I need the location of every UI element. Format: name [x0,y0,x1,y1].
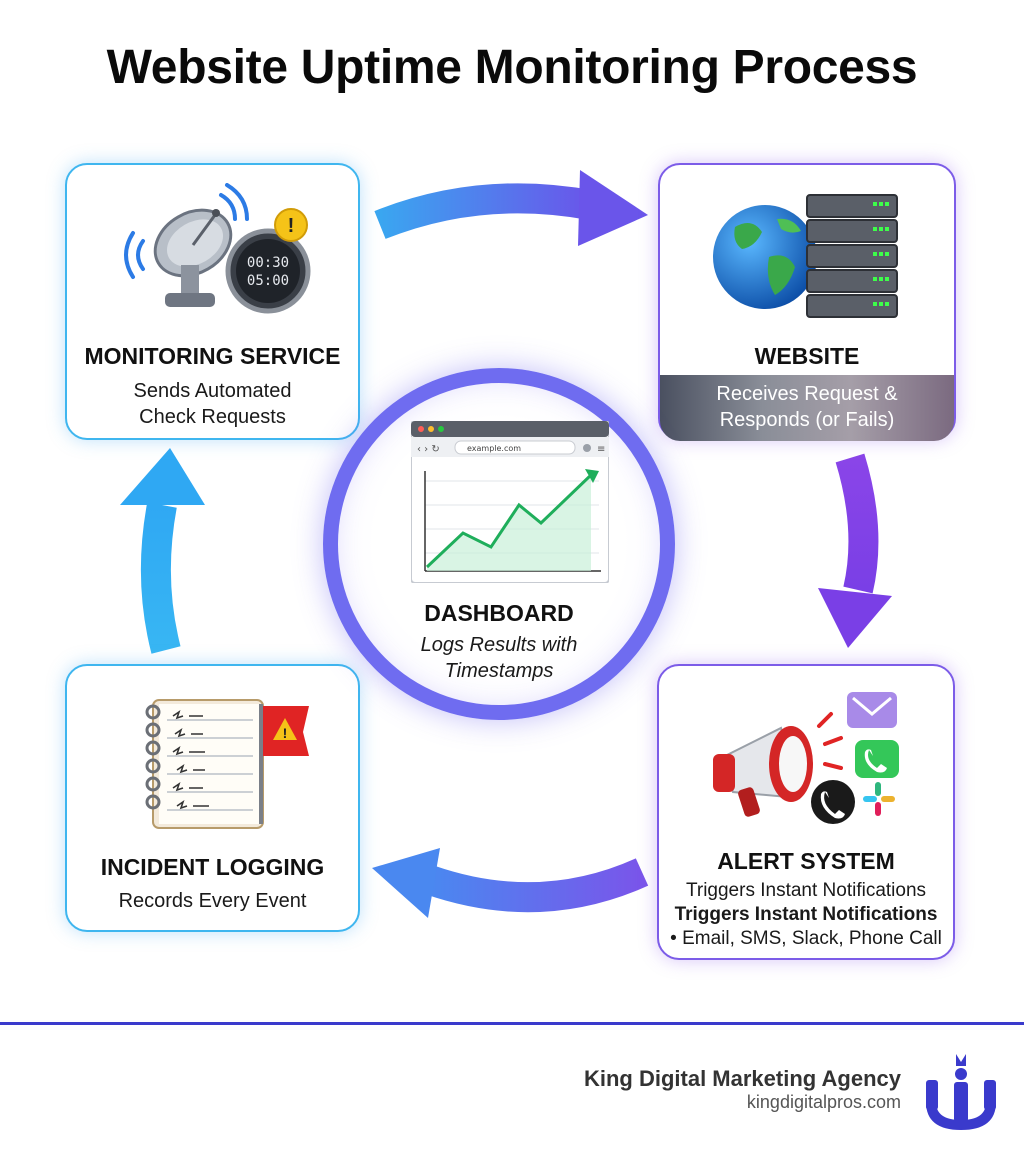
footer-divider [0,1022,1024,1025]
svg-text:!: ! [287,215,294,237]
dashboard-desc-2: Timestamps [444,660,554,682]
monitoring-service-desc-2: Check Requests [139,406,286,428]
alert-system-desc-1: Triggers Instant Notifications [685,880,927,901]
alert-system-card: ALERT SYSTEM Triggers Instant Notificati… [657,664,955,960]
globe-server-icon [660,187,954,322]
dashboard-browser-window: ‹ › ↻ example.com ≡ [411,421,609,583]
arrow-to-website [374,170,648,246]
monitoring-service-desc-1: Sends Automated [133,380,292,402]
monitoring-service-card: 00:30 05:00 ! MONITORING SERVICE Sends A… [65,163,360,440]
incident-logging-title: INCIDENT LOGGING [100,854,325,880]
notebook-flag-icon: ! [67,692,358,832]
incident-logging-desc: Records Every Event [118,890,307,912]
agency-name: King Digital Marketing Agency [583,1066,901,1091]
alert-system-title: ALERT SYSTEM [717,848,895,874]
website-desc-2: Responds (or Fails) [719,409,895,431]
arrow-to-alert [818,453,892,648]
arrow-to-monitoring [120,448,205,654]
dashboard-url: example.com [467,444,521,453]
website-title: WEBSITE [754,343,860,369]
svg-text:‹ › ↻: ‹ › ↻ [417,444,440,455]
arrow-to-incident [372,848,649,918]
crown-logo-icon [926,1054,996,1130]
website-card: WEBSITE Receives Request & Responds (or … [658,163,956,441]
svg-text:≡: ≡ [597,444,605,455]
svg-text:!: ! [282,725,287,741]
alert-system-desc-3: • Email, SMS, Slack, Phone Call [670,928,942,949]
agency-url: kingdigitalpros.com [746,1092,901,1112]
incident-logging-card: ! INCIDENT LOGGING Records Every Event [65,664,360,932]
website-desc-1: Receives Request & [716,383,898,405]
dashboard-desc-1: Logs Results with [420,634,578,656]
website-desc-band: Receives Request & Responds (or Fails) [660,375,954,441]
page-title: Website Uptime Monitoring Process [106,41,918,94]
satellite-dish-timer-icon: 00:30 05:00 ! [67,183,358,323]
svg-text:00:30: 00:30 [246,255,288,271]
svg-text:05:00: 05:00 [246,273,288,289]
dashboard-title: DASHBOARD [424,600,574,626]
megaphone-notifications-icon [659,684,953,834]
alert-system-desc-2: Triggers Instant Notifications [674,904,938,925]
monitoring-service-title: MONITORING SERVICE [84,343,341,369]
